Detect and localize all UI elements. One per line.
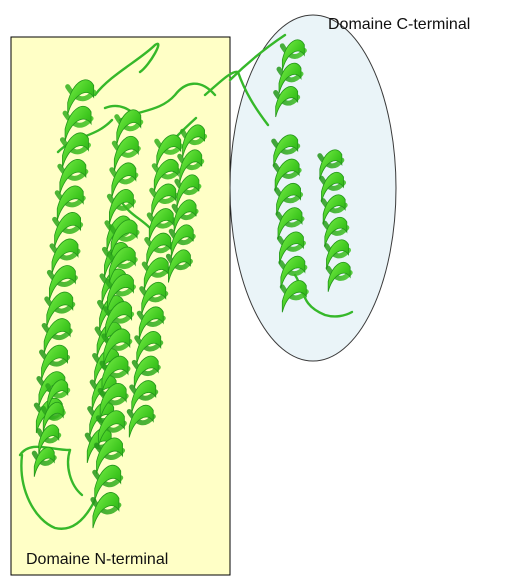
c-terminal-label: Domaine C-terminal xyxy=(328,16,470,34)
n-terminal-label: Domaine N-terminal xyxy=(26,551,168,569)
